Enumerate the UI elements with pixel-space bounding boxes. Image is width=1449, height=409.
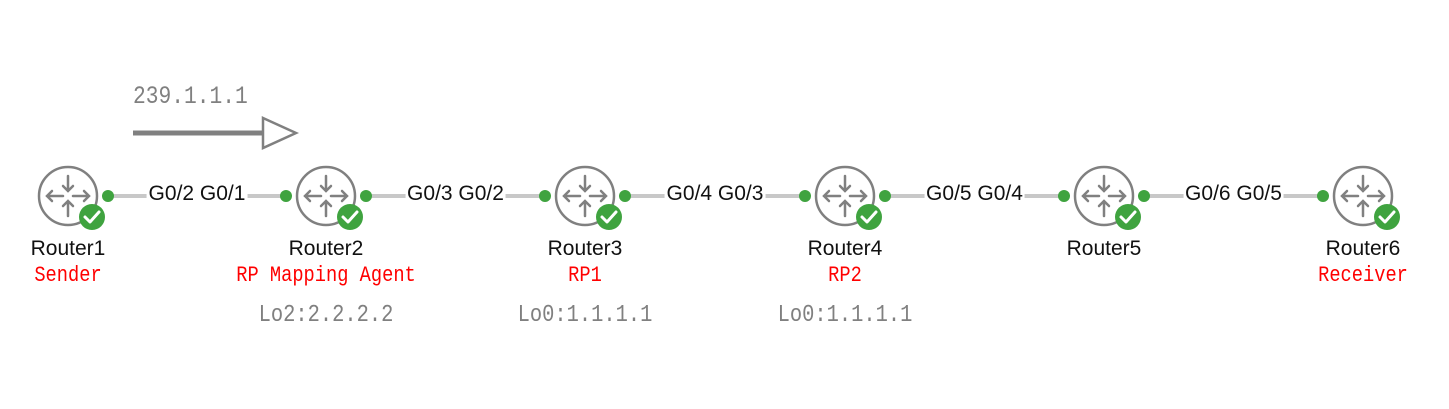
status-ok-check-icon <box>1115 204 1141 230</box>
port-dot[interactable] <box>619 190 631 202</box>
link-interface-label: G0/2 G0/1 <box>146 182 248 206</box>
router-name: Router6 <box>1325 237 1401 260</box>
router-name: Router3 <box>547 237 623 260</box>
router-role: RP2 <box>828 263 862 288</box>
router-name: Router1 <box>30 237 106 260</box>
link-interface-label: G0/4 G0/3 <box>664 182 766 206</box>
router-loopback: Lo0:1.1.1.1 <box>517 302 653 329</box>
link-interface-label: G0/6 G0/5 <box>1183 182 1284 206</box>
router-name: Router2 <box>288 237 364 260</box>
status-ok-check-icon <box>337 204 363 230</box>
link-interface-label: G0/3 G0/2 <box>405 182 506 206</box>
port-dot[interactable] <box>879 190 891 202</box>
port-dot[interactable] <box>539 190 551 202</box>
link-interface-label: G0/5 G0/4 <box>924 182 1025 206</box>
port-dot[interactable] <box>1058 190 1070 202</box>
port-dot[interactable] <box>1317 190 1329 202</box>
router-role: RP1 <box>568 263 602 288</box>
port-dot[interactable] <box>799 190 811 202</box>
status-ok-check-icon <box>856 204 882 230</box>
router-name: Router5 <box>1066 237 1142 260</box>
port-dot[interactable] <box>102 190 114 202</box>
router-name: Router4 <box>807 237 883 260</box>
status-ok-check-icon <box>79 204 105 230</box>
router-role: Receiver <box>1318 263 1408 288</box>
status-ok-check-icon <box>596 204 622 230</box>
router-loopback: Lo0:1.1.1.1 <box>777 302 913 329</box>
router-role: Sender <box>34 263 102 288</box>
router-loopback: Lo2:2.2.2.2 <box>258 302 394 329</box>
flow-arrow <box>133 116 300 150</box>
multicast-group-label: 239.1.1.1 <box>133 82 248 111</box>
router-role: RP Mapping Agent <box>236 263 416 288</box>
port-dot[interactable] <box>360 190 372 202</box>
port-dot[interactable] <box>1138 190 1150 202</box>
port-dot[interactable] <box>280 190 292 202</box>
status-ok-check-icon <box>1374 204 1400 230</box>
